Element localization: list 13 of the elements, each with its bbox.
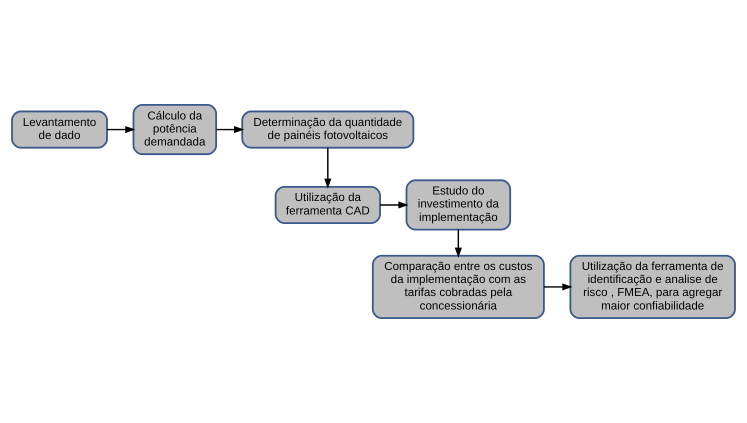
arrow: [107, 126, 136, 134]
node-box: Estudo do investimento da implementação: [406, 179, 512, 231]
node-box: Comparação entre os custos da implementação com as tarifas cobradas pela concessionária: [372, 254, 545, 319]
node-box: Determinação da quantidade de painéis fotovoltaicos: [241, 110, 414, 149]
arrow: [324, 148, 332, 189]
arrow: [380, 201, 409, 209]
arrow: [454, 230, 462, 258]
arrow: [544, 283, 572, 290]
arrow: [216, 126, 244, 134]
node-box: Utilização da ferramenta CAD: [274, 186, 381, 224]
node-box: Cálculo da potência demandada: [132, 104, 218, 156]
node-box: Levantamento de dado: [11, 110, 108, 149]
node-box: Utilização da ferramenta de identificação e analise de risco , FMEA, para agregar maior confiabilidade: [569, 254, 736, 319]
